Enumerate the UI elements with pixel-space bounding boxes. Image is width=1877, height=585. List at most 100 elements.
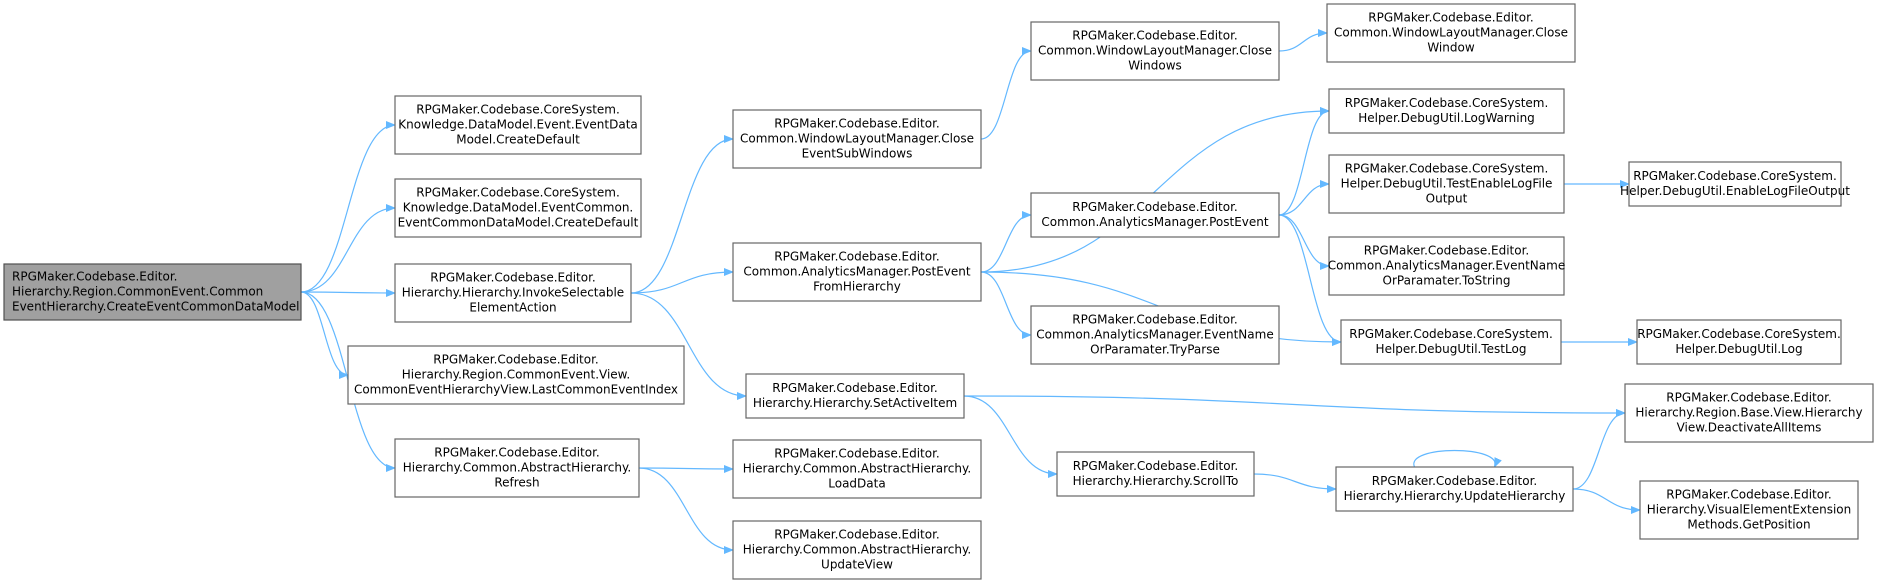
edge-n14-to-n20 [1253,473,1337,493]
graph-node-n5[interactable]: RPGMaker.Codebase.Editor.Hierarchy.Commo… [394,438,640,498]
node-label-line: RPGMaker.Codebase.Editor. [1073,459,1239,473]
node-label-line: Helper.DebugUtil.EnableLogFileOutput [1620,184,1850,198]
node-box[interactable] [1326,3,1576,63]
node-label-line: RPGMaker.Codebase.Editor. [1666,488,1832,502]
graph-node-n14[interactable]: RPGMaker.Codebase.Editor.Hierarchy.Hiera… [1056,451,1255,497]
node-box[interactable] [1328,88,1565,134]
edges-layer [300,29,1641,554]
node-label-line: Helper.DebugUtil.TestLog [1376,342,1527,356]
node-label-line: RPGMaker.Codebase.Editor. [772,381,938,395]
node-box[interactable] [1636,319,1842,365]
node-box[interactable] [1335,466,1574,512]
node-label-line: Knowledge.DataModel.Event.EventData [398,118,638,132]
edge-n3-to-n6 [630,135,734,294]
edge-n0-to-n4 [300,291,349,379]
graph-node-n10[interactable]: RPGMaker.Codebase.Editor.Hierarchy.Commo… [732,520,982,580]
node-label-line: RPGMaker.Codebase.CoreSystem. [1637,327,1841,341]
graph-node-n11[interactable]: RPGMaker.Codebase.Editor.Common.WindowLa… [1030,21,1280,81]
node-box[interactable] [1340,319,1562,365]
node-label-line: Common.AnalyticsManager.PostEvent [743,265,970,279]
node-box[interactable] [1328,236,1565,296]
node-label-line: RPGMaker.Codebase.Editor. [12,270,178,284]
graph-node-n6[interactable]: RPGMaker.Codebase.Editor.Common.WindowLa… [732,109,982,169]
graph-node-n3[interactable]: RPGMaker.Codebase.Editor.Hierarchy.Hiera… [394,263,632,323]
node-box[interactable] [732,242,982,302]
node-label-line: Hierarchy.Common.AbstractHierarchy. [743,462,971,476]
node-label-line: RPGMaker.Codebase.CoreSystem. [416,186,620,200]
node-box[interactable] [745,373,965,419]
node-box[interactable] [1328,154,1565,214]
node-box[interactable] [1030,192,1280,238]
node-label-line: Hierarchy.Hierarchy.SetActiveItem [753,396,957,410]
node-box[interactable] [1624,383,1874,443]
node-label-line: RPGMaker.Codebase.Editor. [1372,474,1538,488]
graph-node-n13[interactable]: RPGMaker.Codebase.Editor.Common.Analytic… [1030,305,1280,365]
edge-n5-to-n9 [638,464,734,473]
graph-node-n17[interactable]: RPGMaker.Codebase.CoreSystem.Helper.Debu… [1328,154,1565,214]
node-label-line: EventCommonDataModel.CreateDefault [398,216,639,230]
node-label-line: RPGMaker.Codebase.Editor. [1666,391,1832,405]
node-label-line: UpdateView [821,558,893,572]
graph-node-n19[interactable]: RPGMaker.Codebase.CoreSystem.Helper.Debu… [1340,319,1562,365]
node-label-line: View.DeactivateAllItems [1677,421,1822,435]
edge-n12-to-n18 [1278,214,1330,270]
nodes-layer: RPGMaker.Codebase.Editor.Hierarchy.Regio… [3,3,1874,580]
node-box[interactable] [394,178,642,238]
node-label-line: EventHierarchy.CreateEventCommonDataMode… [12,300,299,314]
node-label-line: RPGMaker.Codebase.CoreSystem. [1349,327,1553,341]
node-box[interactable] [1639,480,1859,540]
node-label-line: Hierarchy.Hierarchy.UpdateHierarchy [1344,489,1566,503]
edge-n20-to-n24 [1572,488,1641,514]
node-box[interactable] [394,95,642,155]
node-label-line: Knowledge.DataModel.EventCommon. [403,201,634,215]
edge-n3-to-n7 [630,268,734,294]
node-label-line: LoadData [828,477,885,491]
node-label-line: Hierarchy.Region.CommonEvent.View. [402,368,630,382]
graph-node-n9[interactable]: RPGMaker.Codebase.Editor.Hierarchy.Commo… [732,439,982,499]
edge-n20-to-n23 [1572,409,1626,490]
node-label-line: RPGMaker.Codebase.Editor. [1072,29,1238,43]
graph-node-n22[interactable]: RPGMaker.Codebase.CoreSystem.Helper.Debu… [1636,319,1842,365]
graph-node-n0[interactable]: RPGMaker.Codebase.Editor.Hierarchy.Regio… [3,263,302,321]
node-box[interactable] [1030,305,1280,365]
node-label-line: RPGMaker.Codebase.Editor. [1368,11,1534,25]
graph-node-n21[interactable]: RPGMaker.Codebase.CoreSystem.Helper.Debu… [1620,161,1850,207]
node-box[interactable] [347,345,685,405]
node-box[interactable] [1056,451,1255,497]
graph-node-n2[interactable]: RPGMaker.Codebase.CoreSystem.Knowledge.D… [394,178,642,238]
edge-n6-to-n11 [980,47,1032,140]
edge-n7-to-n13 [980,271,1032,339]
node-label-line: RPGMaker.Codebase.CoreSystem. [1345,162,1549,176]
node-box[interactable] [732,520,982,580]
node-box[interactable] [394,438,640,498]
graph-node-n24[interactable]: RPGMaker.Codebase.Editor.Hierarchy.Visua… [1639,480,1859,540]
node-box[interactable] [1628,161,1842,207]
graph-node-n12[interactable]: RPGMaker.Codebase.Editor.Common.Analytic… [1030,192,1280,238]
graph-node-n8[interactable]: RPGMaker.Codebase.Editor.Hierarchy.Hiera… [745,373,965,419]
graph-node-n4[interactable]: RPGMaker.Codebase.Editor.Hierarchy.Regio… [347,345,685,405]
node-label-line: Refresh [494,476,539,490]
node-box[interactable] [732,439,982,499]
node-box[interactable] [3,263,302,321]
node-label-line: Helper.DebugUtil.LogWarning [1358,111,1535,125]
graph-node-n7[interactable]: RPGMaker.Codebase.Editor.Common.Analytic… [732,242,982,302]
node-box[interactable] [1030,21,1280,81]
graph-node-n16[interactable]: RPGMaker.Codebase.CoreSystem.Helper.Debu… [1328,88,1565,134]
node-label-line: OrParamater.ToString [1383,274,1511,288]
node-label-line: RPGMaker.Codebase.Editor. [433,353,599,367]
node-box[interactable] [394,263,632,323]
graph-node-n20[interactable]: RPGMaker.Codebase.Editor.Hierarchy.Hiera… [1335,466,1574,512]
graph-node-n1[interactable]: RPGMaker.Codebase.CoreSystem.Knowledge.D… [394,95,642,155]
node-label-line: Common.AnalyticsManager.PostEvent [1041,215,1268,229]
node-label-line: Model.CreateDefault [456,133,580,147]
graph-node-n18[interactable]: RPGMaker.Codebase.Editor.Common.Analytic… [1328,236,1565,296]
node-label-line: Hierarchy.Common.AbstractHierarchy. [743,543,971,557]
graph-node-n23[interactable]: RPGMaker.Codebase.Editor.Hierarchy.Regio… [1624,383,1874,443]
edge-n0-to-n2 [300,204,396,293]
node-label-line: Hierarchy.VisualElementExtension [1647,503,1852,517]
graph-node-n15[interactable]: RPGMaker.Codebase.Editor.Common.WindowLa… [1326,3,1576,63]
node-label-line: RPGMaker.Codebase.Editor. [774,447,940,461]
node-box[interactable] [732,109,982,169]
edge-n8-to-n14 [963,395,1058,478]
node-label-line: Common.AnalyticsManager.EventName [1036,328,1273,342]
